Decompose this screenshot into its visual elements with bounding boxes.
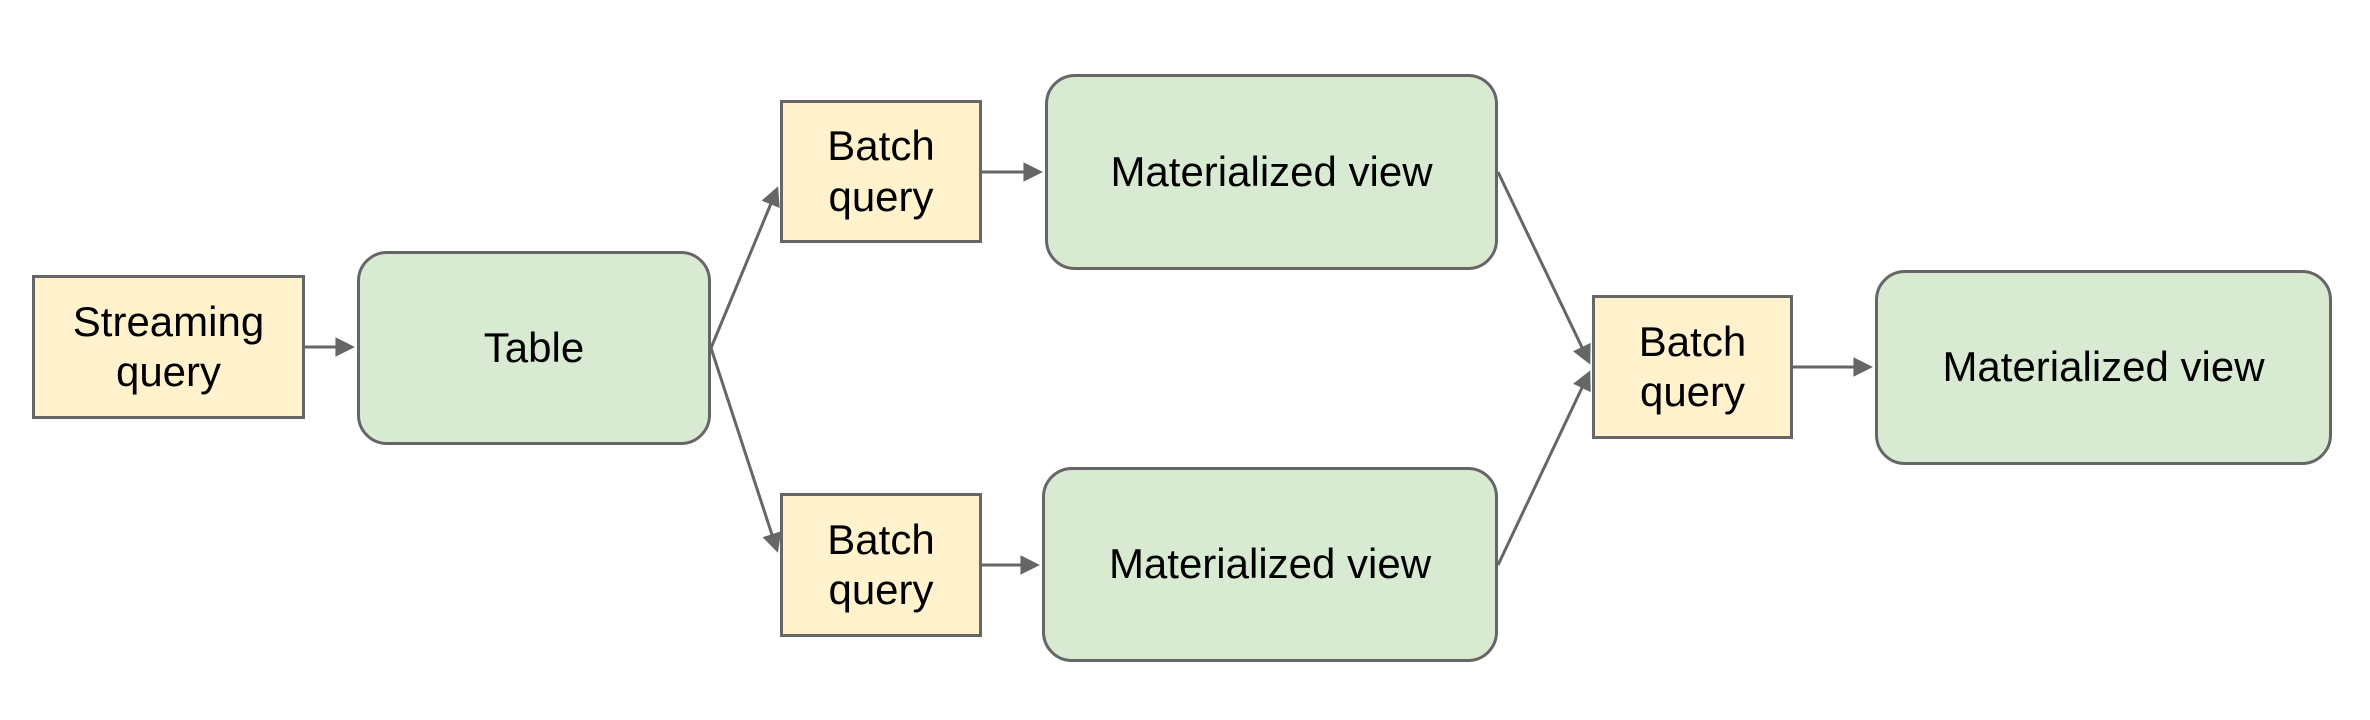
edge-table-to-batch-query-bottom [709,347,782,553]
edge-materialized-view-top-to-batch-query-right [1496,171,1591,365]
node-batch-query-bottom: Batch query [780,493,982,637]
node-streaming-query-label: Streaming query [72,297,265,395]
node-batch-query-right-label: Batch query [1638,317,1747,415]
node-materialized-view-right-label: Materialized view [1942,343,2265,391]
node-batch-query-bottom-label: Batch query [827,515,935,613]
node-materialized-view-bottom: Materialized view [1042,467,1498,662]
node-materialized-view-bottom-label: Materialized view [1108,540,1432,588]
node-materialized-view-top-label: Materialized view [1110,147,1433,195]
node-batch-query-right: Batch query [1592,295,1793,439]
node-table: Table [357,251,711,445]
node-batch-query-top-label: Batch query [827,122,935,220]
node-streaming-query: Streaming query [32,275,305,419]
node-materialized-view-top: Materialized view [1045,74,1498,270]
node-materialized-view-right: Materialized view [1875,270,2332,465]
node-table-label: Table [483,323,585,371]
edge-materialized-view-bottom-to-batch-query-right [1496,370,1591,566]
node-batch-query-top: Batch query [780,100,982,243]
edge-table-to-batch-query-top [709,186,780,349]
